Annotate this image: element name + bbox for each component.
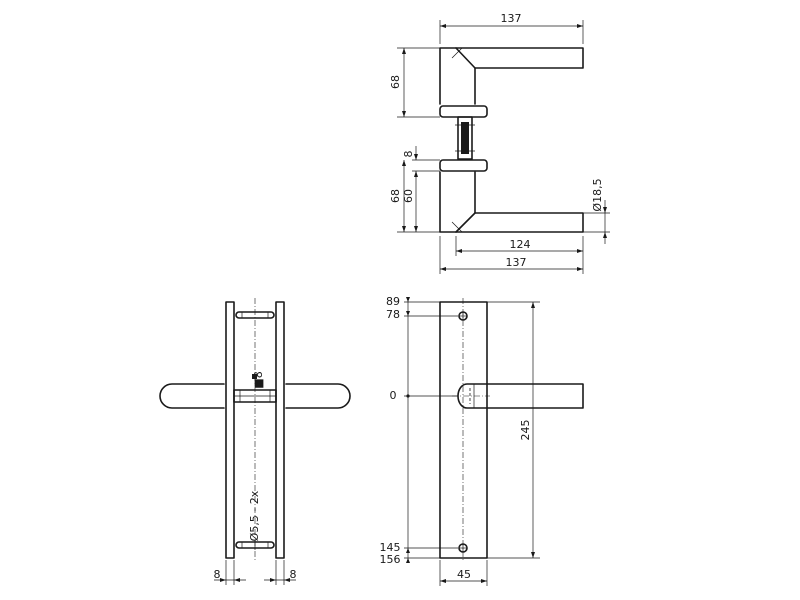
right-backplate [275, 301, 285, 559]
front-lever [457, 383, 584, 409]
dim-diameter: Ø18,5 [591, 178, 604, 211]
left-backplate [225, 301, 235, 559]
dim-plate-right: 8 [290, 568, 297, 581]
dim-plate-width: 45 [457, 568, 471, 581]
right-handle [285, 383, 351, 409]
dim-lower-height-outer: 68 [389, 189, 402, 203]
lower-lever-bevel-2 [451, 221, 463, 233]
dim-bottom-screw: 145 [380, 541, 401, 554]
dim-bottom-edge: 156 [380, 553, 401, 566]
dim-rose-thickness: 8 [402, 151, 415, 158]
dim-top-width: 137 [501, 12, 522, 25]
lower-rose [439, 159, 488, 172]
dim-screw-holes: Ø5,5 - 2x [248, 490, 261, 541]
left-handle [159, 383, 225, 409]
dim-plate-left: 8 [214, 568, 221, 581]
dim-spindle: ■8 [252, 371, 265, 388]
spindle [455, 116, 475, 160]
dim-bottom-width: 137 [506, 256, 527, 269]
dim-lever-length: 124 [510, 238, 531, 251]
dim-top-edge: 89 [386, 295, 400, 308]
front-view: 89 78 0 145 156 245 45 [380, 295, 584, 586]
front-backplate [439, 301, 488, 559]
side-view: ■8 Ø5,5 - 2x 8 8 [159, 298, 351, 585]
dim-center: 0 [390, 389, 397, 402]
dim-upper-height: 68 [389, 75, 402, 89]
dim-lower-height-inner: 60 [402, 189, 415, 203]
upper-rose [439, 105, 488, 118]
lower-lever-outline [439, 171, 584, 233]
upper-lever-bevel-2 [451, 47, 463, 59]
dim-plate-height: 245 [519, 420, 532, 441]
top-view: 137 68 8 68 60 Ø18,5 124 [389, 12, 610, 274]
upper-lever-bevel [455, 47, 476, 69]
upper-lever-outline [439, 47, 584, 105]
dim-top-screw: 78 [386, 308, 400, 321]
